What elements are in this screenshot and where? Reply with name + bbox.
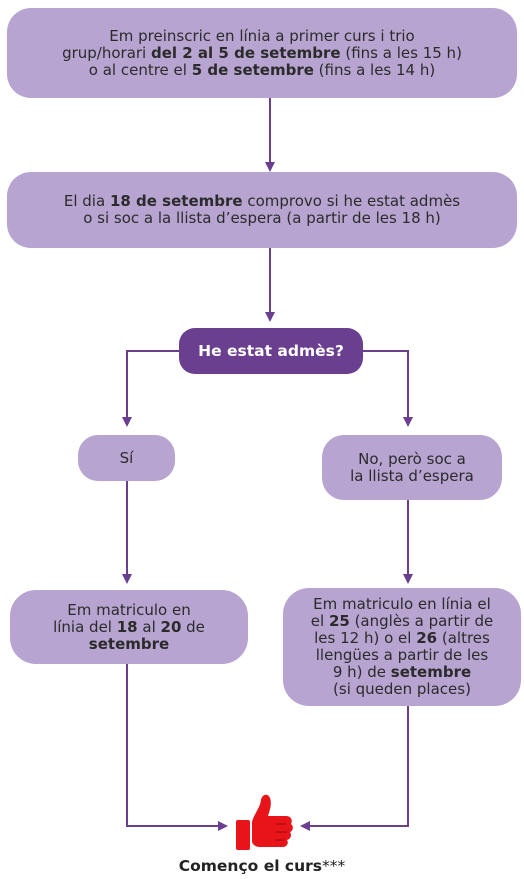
step-preinscription: Em preinscric en línia a primer curs i t…	[7, 8, 517, 98]
branch-yes: Sí	[78, 435, 175, 481]
arrow-enroll-no-to-end	[300, 706, 409, 831]
arrow-enroll-yes-to-end	[126, 664, 228, 831]
check-line2: o si soc a la llista d’espera (a partir …	[83, 209, 441, 227]
step-check-admission: El dia 18 de setembre comprovo si he est…	[7, 172, 517, 248]
branch-yes-label: Sí	[119, 448, 134, 467]
decision-admitted: He estat admès?	[179, 328, 363, 374]
end-caption-bold: Començo el curs	[178, 857, 323, 875]
arrow-question-to-no	[363, 350, 413, 427]
preinscription-line1: Em preinscric en línia a primer curs i t…	[109, 26, 415, 45]
thumbs-up-icon	[236, 794, 293, 850]
step-enroll-admitted: Em matriculo en línia del 18 al 20 de se…	[10, 590, 248, 664]
step-enroll-waitlist: Em matriculo en línia el el 25 (anglès a…	[283, 588, 521, 706]
end-caption: Començo el curs***	[0, 857, 524, 875]
decision-label: He estat admès?	[198, 342, 344, 360]
branch-no-waitlist: No, però soc a la llista d’espera	[322, 435, 502, 500]
end-caption-marks: ***	[322, 857, 346, 875]
arrow-question-to-yes	[122, 350, 180, 427]
